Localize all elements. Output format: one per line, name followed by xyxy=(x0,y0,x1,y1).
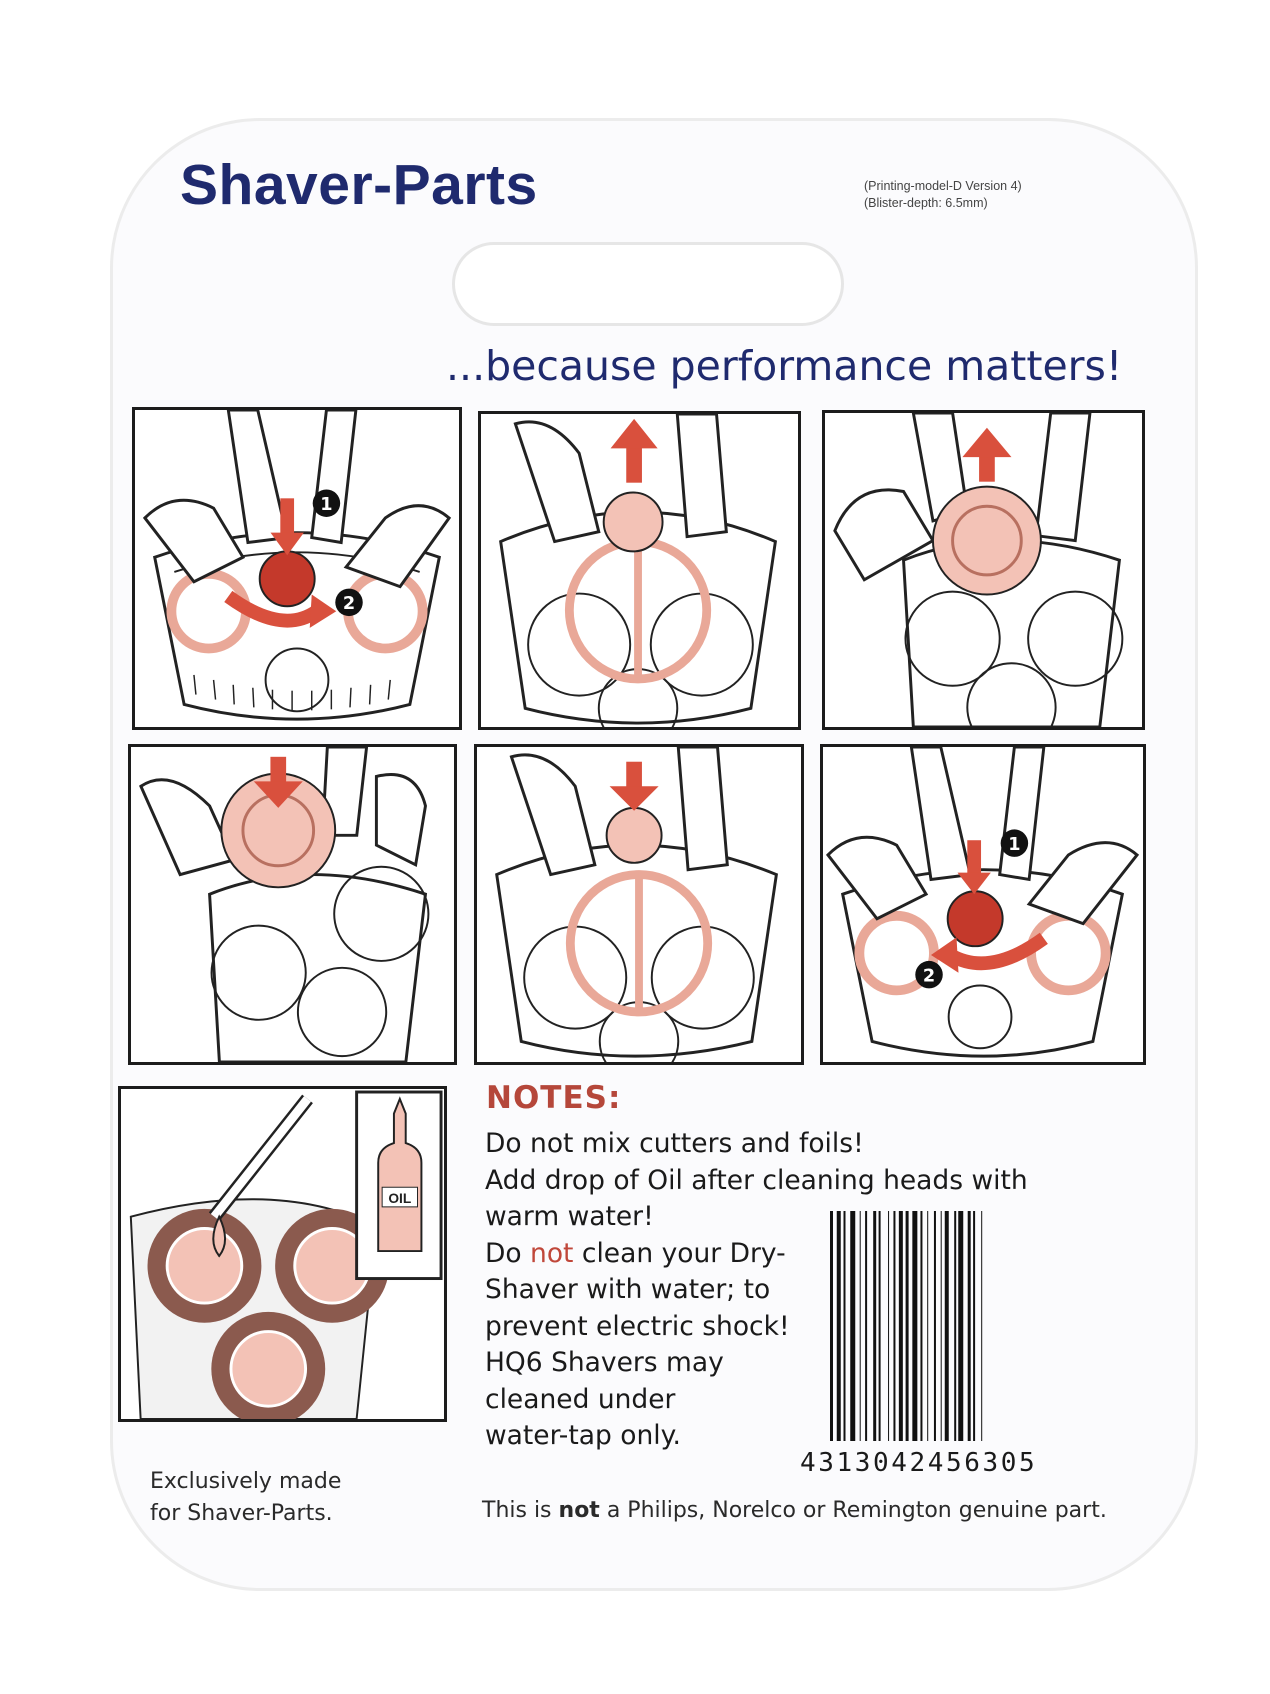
print-info-depth: (Blister-depth: 6.5mm) xyxy=(864,196,988,210)
step-panel-4 xyxy=(128,744,457,1065)
barcode-bars xyxy=(830,1211,983,1441)
disclaimer-not-word: not xyxy=(558,1498,600,1523)
barcode-number: 4313042456305 xyxy=(800,1448,1038,1478)
note-line-1: Do not mix cutters and foils! xyxy=(485,1128,864,1159)
step-6-marker-2: 2 xyxy=(923,967,935,987)
note-line-5: Shaver with water; to xyxy=(485,1274,771,1305)
note-line-9: water-tap only. xyxy=(485,1420,681,1451)
step-2-illustration xyxy=(499,414,778,727)
note-line-3: warm water! xyxy=(485,1201,654,1232)
hang-hole xyxy=(452,242,844,326)
step-5-illustration xyxy=(495,747,779,1062)
note-line-2: Add drop of Oil after cleaning heads wit… xyxy=(485,1164,1028,1196)
step-1-marker-2: 2 xyxy=(343,594,355,614)
print-info: (Printing-model-D Version 4) (Blister-de… xyxy=(864,178,1022,212)
note-line-6: prevent electric shock! xyxy=(485,1310,790,1342)
step-1-marker-1: 1 xyxy=(320,495,332,515)
step-panel-1: 1 2 xyxy=(132,407,462,730)
brand-title: Shaver-Parts xyxy=(180,153,538,217)
step-panel-2 xyxy=(478,411,801,730)
note-line-4-start: Do xyxy=(485,1237,531,1269)
barcode xyxy=(828,1211,1133,1441)
note-not-word: not xyxy=(530,1237,574,1269)
exclusive-note: Exclusively made for Shaver-Parts. xyxy=(150,1466,341,1530)
exclusive-line-2: for Shaver-Parts. xyxy=(150,1501,333,1526)
step-3-illustration xyxy=(833,413,1124,727)
oil-panel: OIL xyxy=(118,1086,447,1422)
disclaimer-start: This is xyxy=(482,1498,559,1523)
note-line-7: HQ6 Shavers may xyxy=(485,1347,724,1378)
step-panel-5 xyxy=(474,744,804,1065)
disclaimer: This is not a Philips, Norelco or Reming… xyxy=(482,1498,1107,1523)
step-6-marker-1: 1 xyxy=(1008,835,1020,855)
notes-body: Do not mix cutters and foils! Add drop o… xyxy=(485,1126,1085,1455)
note-line-4: Do not clean your Dry- xyxy=(485,1236,1085,1273)
step-panel-3 xyxy=(822,410,1145,730)
disclaimer-end: a Philips, Norelco or Remington genuine … xyxy=(599,1498,1107,1523)
oil-bottle-label: OIL xyxy=(388,1191,411,1206)
step-panel-6: 1 2 xyxy=(820,744,1146,1065)
note-line-8: cleaned under xyxy=(485,1383,676,1415)
print-info-model: (Printing-model-D Version 4) xyxy=(864,179,1022,193)
tagline: ...because performance matters! xyxy=(446,342,1123,390)
exclusive-line-1: Exclusively made xyxy=(150,1469,342,1494)
step-1-illustration: 1 2 xyxy=(142,410,452,721)
note-line-4-end: clean your Dry- xyxy=(573,1237,786,1269)
step-4-illustration xyxy=(139,747,430,1062)
oiling-illustration: OIL xyxy=(129,1090,443,1419)
step-6-illustration: 1 2 xyxy=(825,747,1140,1058)
notes-title: NOTES: xyxy=(486,1080,622,1116)
